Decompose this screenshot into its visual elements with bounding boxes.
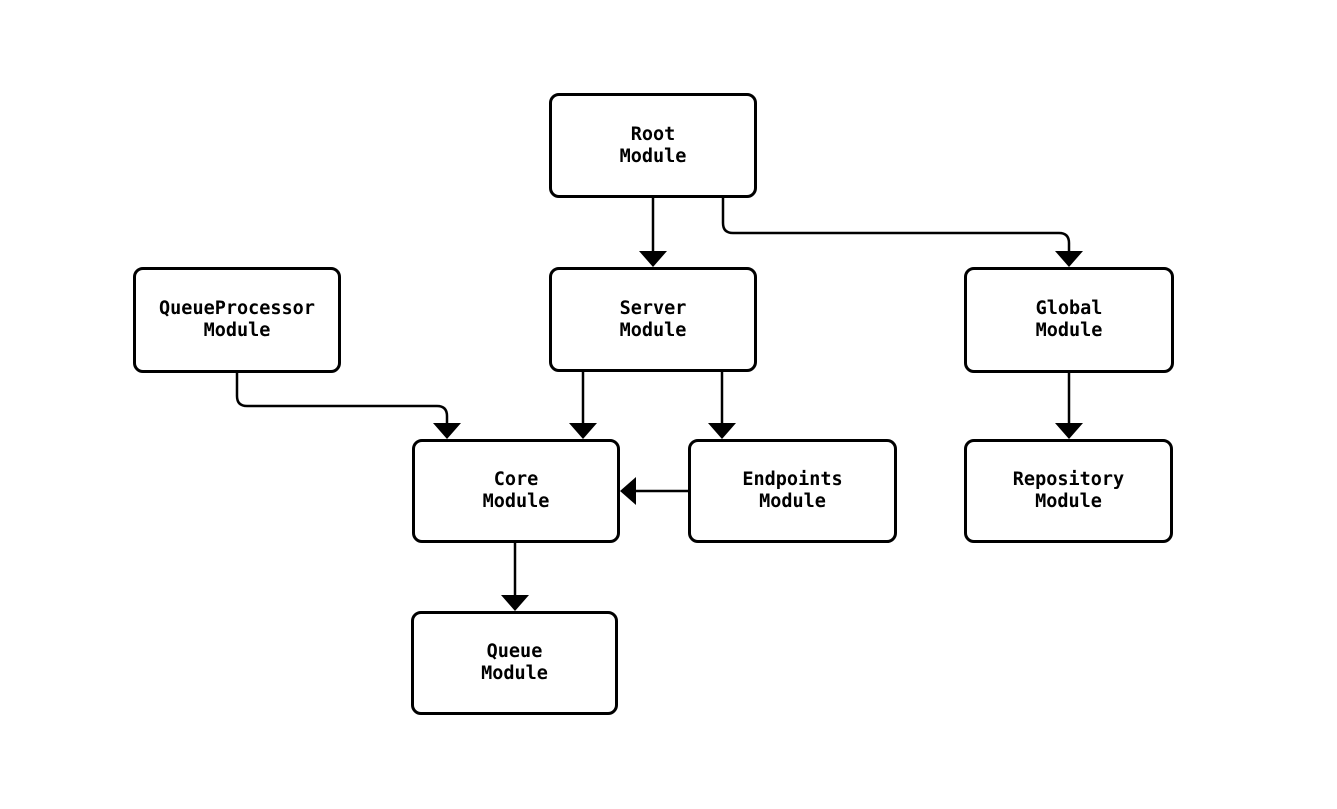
arrowhead-server-to-endpoints bbox=[708, 423, 736, 439]
node-server-module: Server Module bbox=[549, 267, 757, 372]
node-label-line: Module bbox=[481, 663, 548, 684]
arrowhead-server-to-core bbox=[569, 423, 597, 439]
node-queueprocessor-module: QueueProcessor Module bbox=[133, 267, 341, 373]
arrowhead-queue-processor-to-core bbox=[433, 423, 461, 439]
edge-queue-processor-to-core bbox=[235, 373, 449, 423]
node-label-line: Core bbox=[493, 469, 539, 490]
node-endpoints-module: Endpoints Module bbox=[688, 439, 897, 543]
arrowhead-root-to-server bbox=[639, 251, 667, 267]
node-label-line: Module bbox=[1035, 491, 1102, 512]
arrowhead-global-to-repository bbox=[1055, 423, 1083, 439]
node-label-line: Endpoints bbox=[742, 469, 843, 490]
arrowhead-endpoints-to-core bbox=[620, 477, 636, 505]
node-core-module: Core Module bbox=[412, 439, 620, 543]
node-repository-module: Repository Module bbox=[964, 439, 1173, 543]
node-label-line: Module bbox=[1035, 320, 1103, 341]
node-label-line: Repository bbox=[1012, 469, 1125, 490]
arrowhead-root-to-global bbox=[1055, 251, 1083, 267]
arrowhead-core-to-queue bbox=[501, 595, 529, 611]
node-queue-module: Queue Module bbox=[411, 611, 618, 715]
node-global-module: Global Module bbox=[964, 267, 1174, 373]
node-label-line: QueueProcessor bbox=[159, 298, 315, 319]
edge-root-to-global bbox=[721, 198, 1071, 251]
node-label-line: Module bbox=[482, 491, 550, 512]
node-label-line: Queue bbox=[486, 641, 543, 662]
node-label-line: Server bbox=[619, 297, 687, 319]
node-label-line: Module bbox=[203, 320, 271, 341]
node-label-line: Module bbox=[619, 145, 687, 167]
node-label-line: Root bbox=[630, 123, 676, 145]
node-label-line: Module bbox=[619, 319, 687, 341]
node-root-module: Root Module bbox=[549, 93, 757, 198]
node-label-line: Global bbox=[1035, 298, 1103, 319]
node-label-line: Module bbox=[759, 491, 826, 512]
